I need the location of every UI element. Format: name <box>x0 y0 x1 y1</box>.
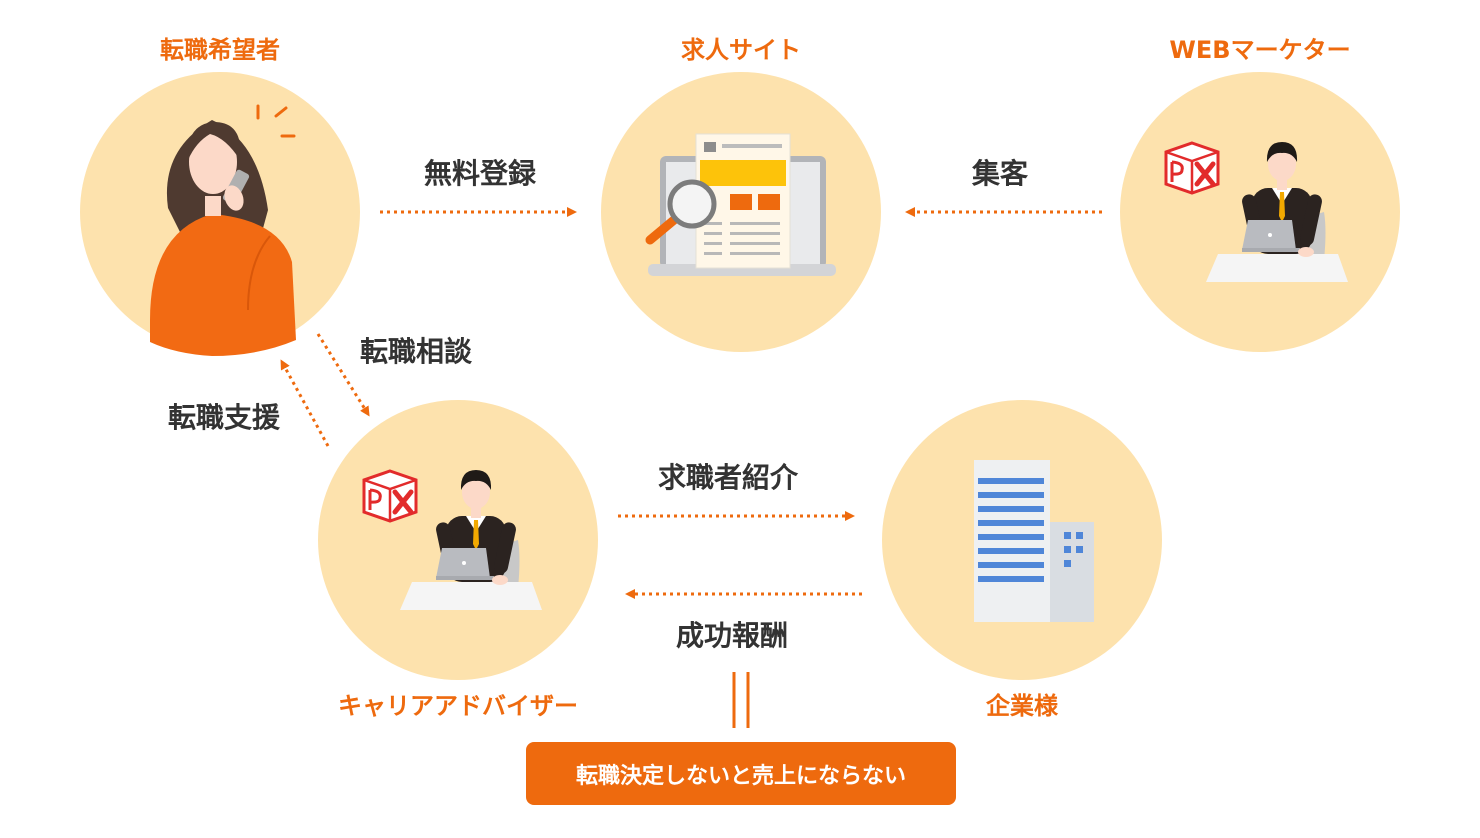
consultation-arrow <box>316 333 370 417</box>
job-site-label: 求人サイト <box>681 36 801 64</box>
result-text: 転職決定しないと売上にならない <box>575 763 906 789</box>
career-support-label: 転職支援 <box>167 401 281 434</box>
candidate-introduction-label: 求職者紹介 <box>657 461 799 494</box>
result-banner: 転職決定しないと売上にならない <box>526 742 956 805</box>
success-fee-label: 成功報酬 <box>675 619 789 652</box>
support-arrow <box>280 359 330 447</box>
career-consultation-label: 転職相談 <box>359 335 473 368</box>
laptop-search-icon <box>645 133 836 276</box>
free-registration-label: 無料登録 <box>423 157 537 190</box>
web-marketer-label: WEBマーケター <box>1169 36 1351 64</box>
equals-sign <box>732 672 750 728</box>
customer-acquisition-label: 集客 <box>971 157 1029 190</box>
company-label: 企業様 <box>986 692 1058 720</box>
office-building-icon <box>974 460 1094 622</box>
job-seeker-label: 転職希望者 <box>160 36 280 64</box>
woman-phone-icon <box>150 104 296 356</box>
career-advisor-label: キャリアアドバイザー <box>338 692 578 720</box>
